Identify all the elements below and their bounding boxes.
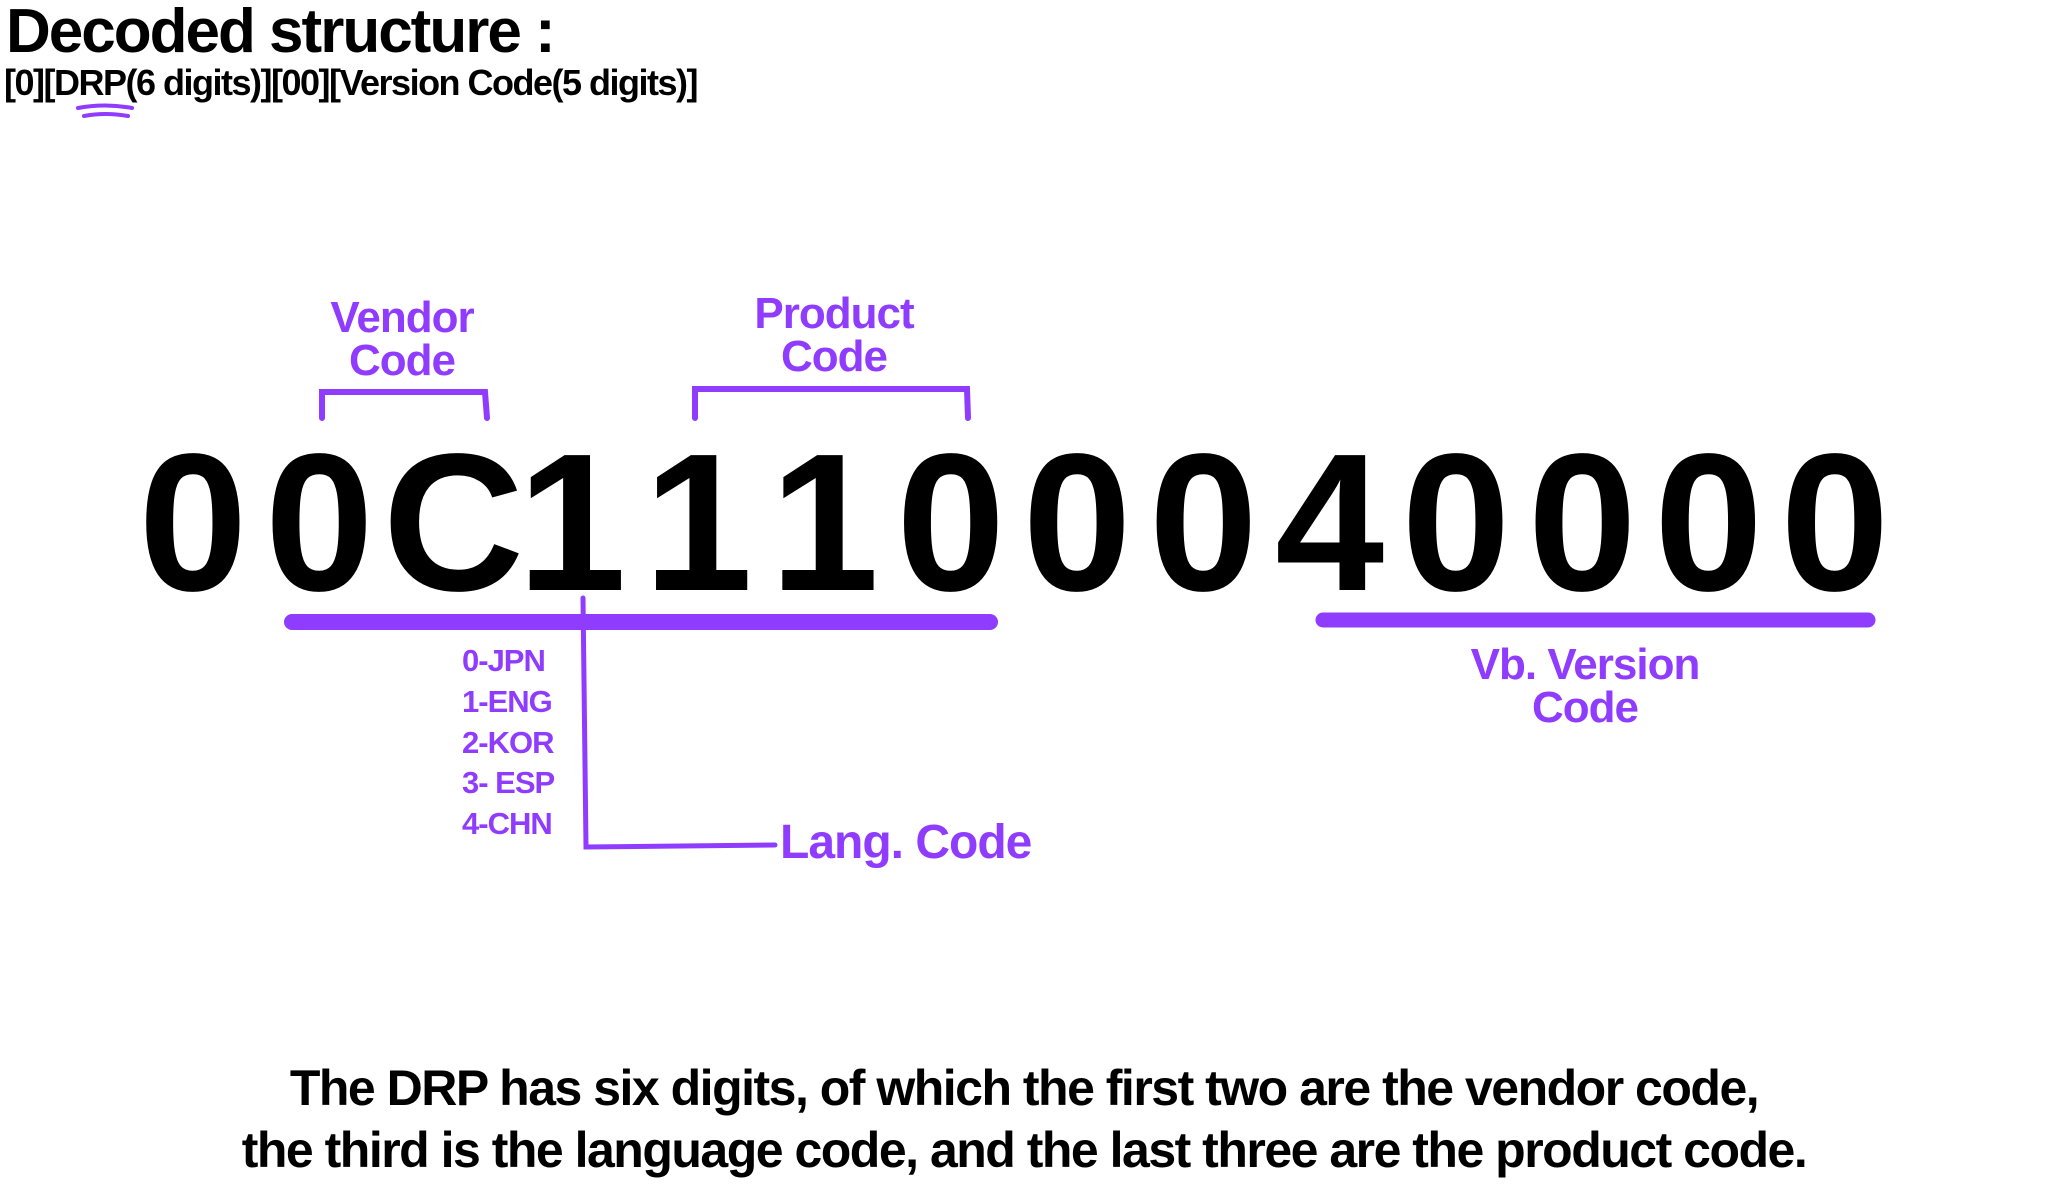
lang-item-kor: 2-KOR	[462, 725, 554, 760]
footer-explanation: The DRP has six digits, of which the fir…	[0, 1057, 2048, 1181]
lang-code-connector	[580, 595, 778, 850]
structure-formula: [0][DRP(6 digits)][00][Version Code(5 di…	[4, 62, 699, 103]
code-digit: 0	[1780, 413, 1890, 632]
vendor-code-label: Vendor Code	[330, 293, 474, 385]
version-code-label-line2: Code	[1531, 683, 1639, 732]
lang-item-jpn: 0-JPN	[462, 643, 546, 678]
code-digit: 1	[517, 413, 627, 632]
product-code-label-line1: Product	[754, 289, 914, 338]
page-title: Decoded structure :	[6, 0, 556, 66]
code-digit: 0	[1401, 413, 1511, 632]
code-digit: 1	[643, 413, 753, 632]
code-digit: 0	[138, 413, 248, 632]
drp-underline-mark	[76, 103, 134, 118]
lang-code-label: Lang. Code	[780, 816, 1032, 869]
code-digit: 0	[896, 413, 1006, 632]
code-digit: 0	[1527, 413, 1637, 632]
vendor-code-label-line1: Vendor	[330, 293, 474, 342]
product-code-bracket	[692, 386, 971, 421]
code-digit: 0	[1022, 413, 1132, 632]
product-code-label: Product Code	[754, 289, 914, 381]
lang-item-chn: 4-CHN	[462, 806, 553, 841]
version-code-label-line1: Vb. Version	[1470, 640, 1701, 689]
version-code-label: Vb. Version Code	[1470, 640, 1701, 732]
footer-line-2: the third is the language code, and the …	[241, 1122, 1808, 1178]
code-digit: 1	[769, 413, 879, 632]
code-digit: 0	[1148, 413, 1258, 632]
footer-line-1: The DRP has six digits, of which the fir…	[289, 1060, 1760, 1116]
vendor-code-bracket	[319, 389, 490, 421]
product-code-label-line2: Code	[780, 332, 888, 381]
code-digit: C	[382, 413, 525, 632]
lang-item-esp: 3- ESP	[462, 765, 555, 800]
code-digit: 0	[264, 413, 374, 632]
lang-item-eng: 1-ENG	[462, 684, 553, 719]
vendor-code-label-line2: Code	[349, 336, 456, 385]
code-digit: 4	[1275, 413, 1385, 632]
code-digit: 0	[1654, 413, 1764, 632]
